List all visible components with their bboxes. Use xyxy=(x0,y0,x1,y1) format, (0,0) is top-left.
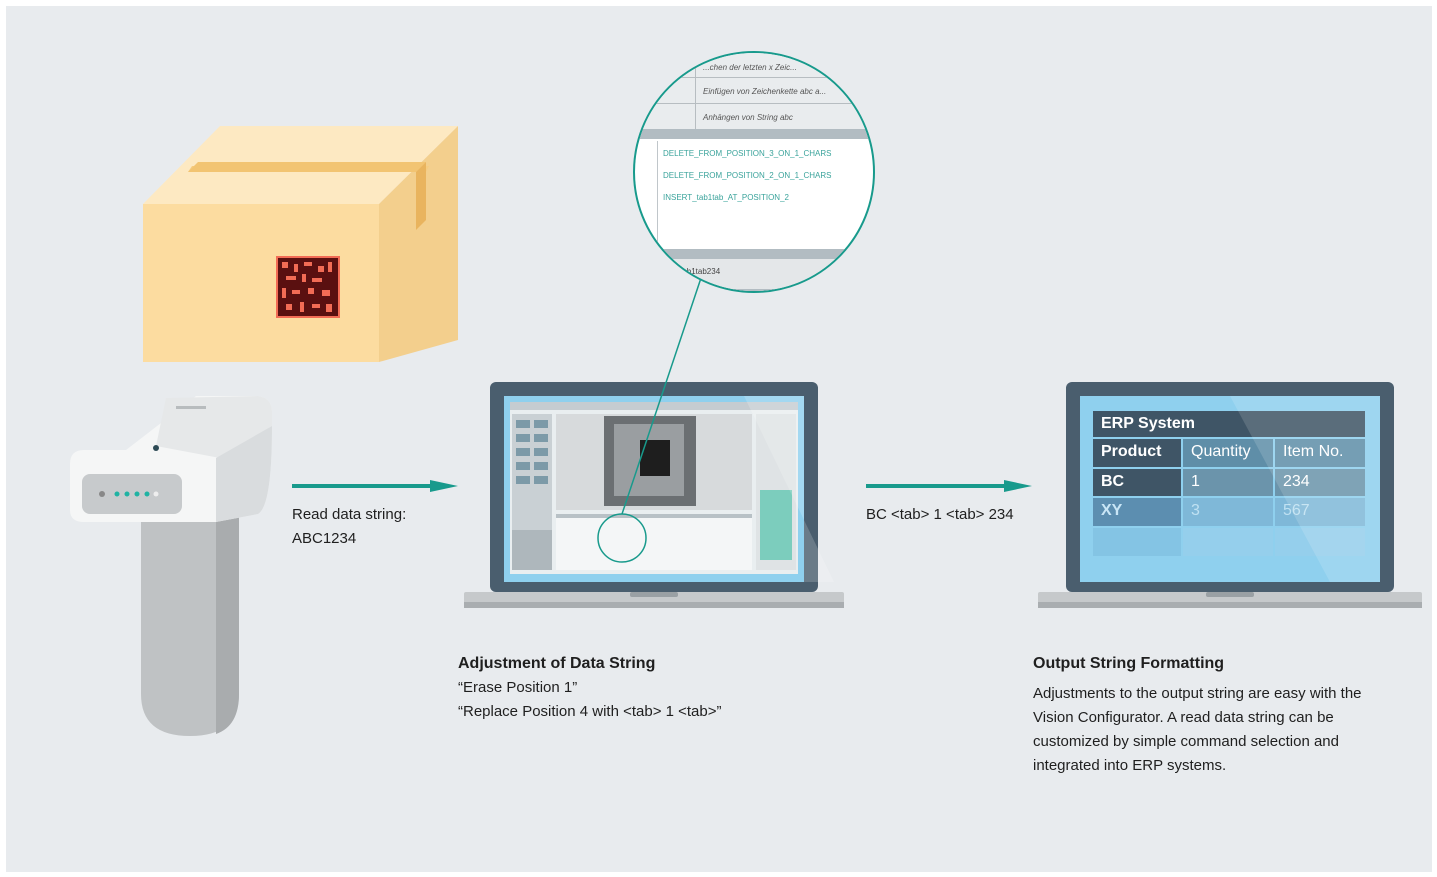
diagram-canvas: Read data string: ABC1234 BC <tab> 1 <ta… xyxy=(6,6,1432,872)
zoom-menu-item-2: Einfügen von Zeichenkette abc a... xyxy=(703,87,827,96)
formatted-string-label: BC <tab> 1 <tab> 234 xyxy=(866,506,1014,523)
output-title: Output String Formatting xyxy=(1033,655,1225,672)
arrow-laptop-to-erp xyxy=(866,480,1032,492)
read-data-label-line1: Read data string: xyxy=(292,506,407,523)
zoom-menu-item-3: Anhängen von String abc xyxy=(703,113,793,122)
erp-row2-product: XY xyxy=(1093,498,1181,526)
scanner-illustration xyxy=(70,126,458,736)
erp-header-product: Product xyxy=(1093,439,1181,467)
zoom-command-2: DELETE_FROM_POSITION_2_ON_1_CHARS xyxy=(663,171,832,180)
erp-row1-quantity: 1 xyxy=(1183,469,1273,496)
zoom-output-string: BCtab1tab234 xyxy=(669,267,721,276)
arrow-read-to-laptop xyxy=(292,480,458,492)
erp-header-quantity: Quantity xyxy=(1183,439,1273,467)
erp-row1-item-no: 234 xyxy=(1275,469,1365,496)
adjustment-title: Adjustment of Data String xyxy=(458,655,656,672)
zoom-menu-item-1: ...chen der letzten x Zeic... xyxy=(703,63,797,72)
magnifier-connector xyxy=(597,277,702,563)
erp-screen-glare xyxy=(1230,396,1380,582)
zoom-command-1: DELETE_FROM_POSITION_3_ON_1_CHARS xyxy=(663,149,832,158)
erp-row3-quantity xyxy=(1183,528,1273,556)
erp-row3-product xyxy=(1093,528,1181,556)
adjustment-caption: Adjustment of Data String “Erase Positio… xyxy=(458,652,858,724)
erp-row2-item-no: 567 xyxy=(1275,498,1365,526)
erp-row2-quantity: 3 xyxy=(1183,498,1273,526)
zoom-magnifier: ...chen der letzten x Zeic... Einfügen v… xyxy=(633,51,875,293)
erp-header-item-no: Item No. xyxy=(1275,439,1365,467)
datamatrix-code xyxy=(276,256,340,318)
erp-title: ERP System xyxy=(1093,411,1365,437)
laptop-configurator xyxy=(464,382,844,608)
cardboard-box xyxy=(143,126,458,362)
zoom-command-3: INSERT_tab1tab_AT_POSITION_2 xyxy=(663,193,789,202)
output-caption: Output String Formatting Adjustments to … xyxy=(1033,652,1403,778)
erp-table: ERP System Product Quantity Item No. BC … xyxy=(1093,411,1365,557)
adjustment-line-1: “Erase Position 1” xyxy=(458,679,578,696)
scanner-handle xyxy=(141,506,239,736)
zoom-origin-circle xyxy=(597,513,647,563)
erp-row3-item-no xyxy=(1275,528,1365,556)
read-data-label: Read data string: ABC1234 xyxy=(292,503,406,551)
read-data-value: ABC1234 xyxy=(292,530,357,547)
output-body: Adjustments to the output string are eas… xyxy=(1033,685,1362,774)
adjustment-line-2: “Replace Position 4 with <tab> 1 <tab>” xyxy=(458,703,722,720)
scanner-head xyxy=(70,396,272,522)
erp-row1-product: BC xyxy=(1093,469,1181,496)
